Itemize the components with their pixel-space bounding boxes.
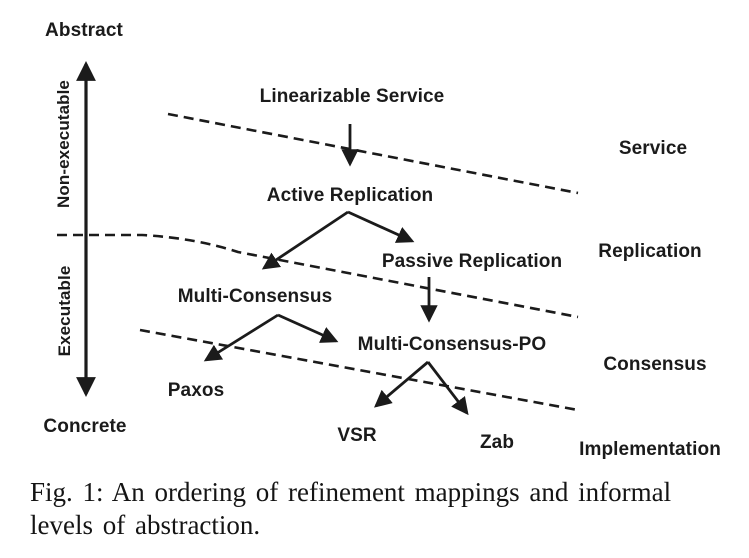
node-linearizable-service: Linearizable Service	[259, 86, 445, 107]
node-passive-replication: Passive Replication	[381, 251, 563, 272]
axis-label-executable: Executable	[55, 265, 74, 357]
edge-active-to-multi-consensus-arrow	[261, 210, 349, 270]
axis-label-non-executable: Non-executable	[54, 80, 73, 208]
level-label-implementation: Implementation	[579, 439, 721, 460]
edge-multi-consensus-po-to-vsr-arrow	[374, 360, 429, 408]
axis-label-concrete: Concrete	[43, 416, 127, 437]
figure-caption-line-1: Fig. 1: An ordering of refinement mappin…	[30, 477, 672, 507]
node-multi-consensus-po: Multi-Consensus-PO	[357, 334, 547, 355]
axis-label-abstract: Abstract	[45, 20, 123, 41]
node-multi-consensus: Multi-Consensus	[177, 286, 333, 307]
level-label-service: Service	[618, 138, 688, 159]
level-label-consensus: Consensus	[603, 354, 707, 375]
node-vsr: VSR	[337, 425, 377, 446]
node-paxos: Paxos	[167, 380, 225, 401]
service-replication-separator-dashed-line	[167, 112, 579, 195]
edge-multi-consensus-to-paxos-arrow	[203, 313, 279, 362]
replication-consensus-separator-dashed-line	[57, 233, 579, 319]
node-zab: Zab	[479, 432, 515, 453]
edge-active-to-passive-arrow	[347, 210, 415, 243]
figure-caption: Fig. 1: An ordering of refinement mappin…	[30, 476, 742, 542]
edge-multi-consensus-to-multi-consensus-po-arrow	[277, 313, 339, 343]
level-label-replication: Replication	[598, 241, 702, 262]
figure-caption-line-2: levels of abstraction.	[30, 510, 261, 540]
node-active-replication: Active Replication	[266, 185, 434, 206]
consensus-implementation-separator-dashed-line	[139, 328, 579, 412]
edge-multi-consensus-po-to-zab-arrow	[426, 361, 469, 416]
